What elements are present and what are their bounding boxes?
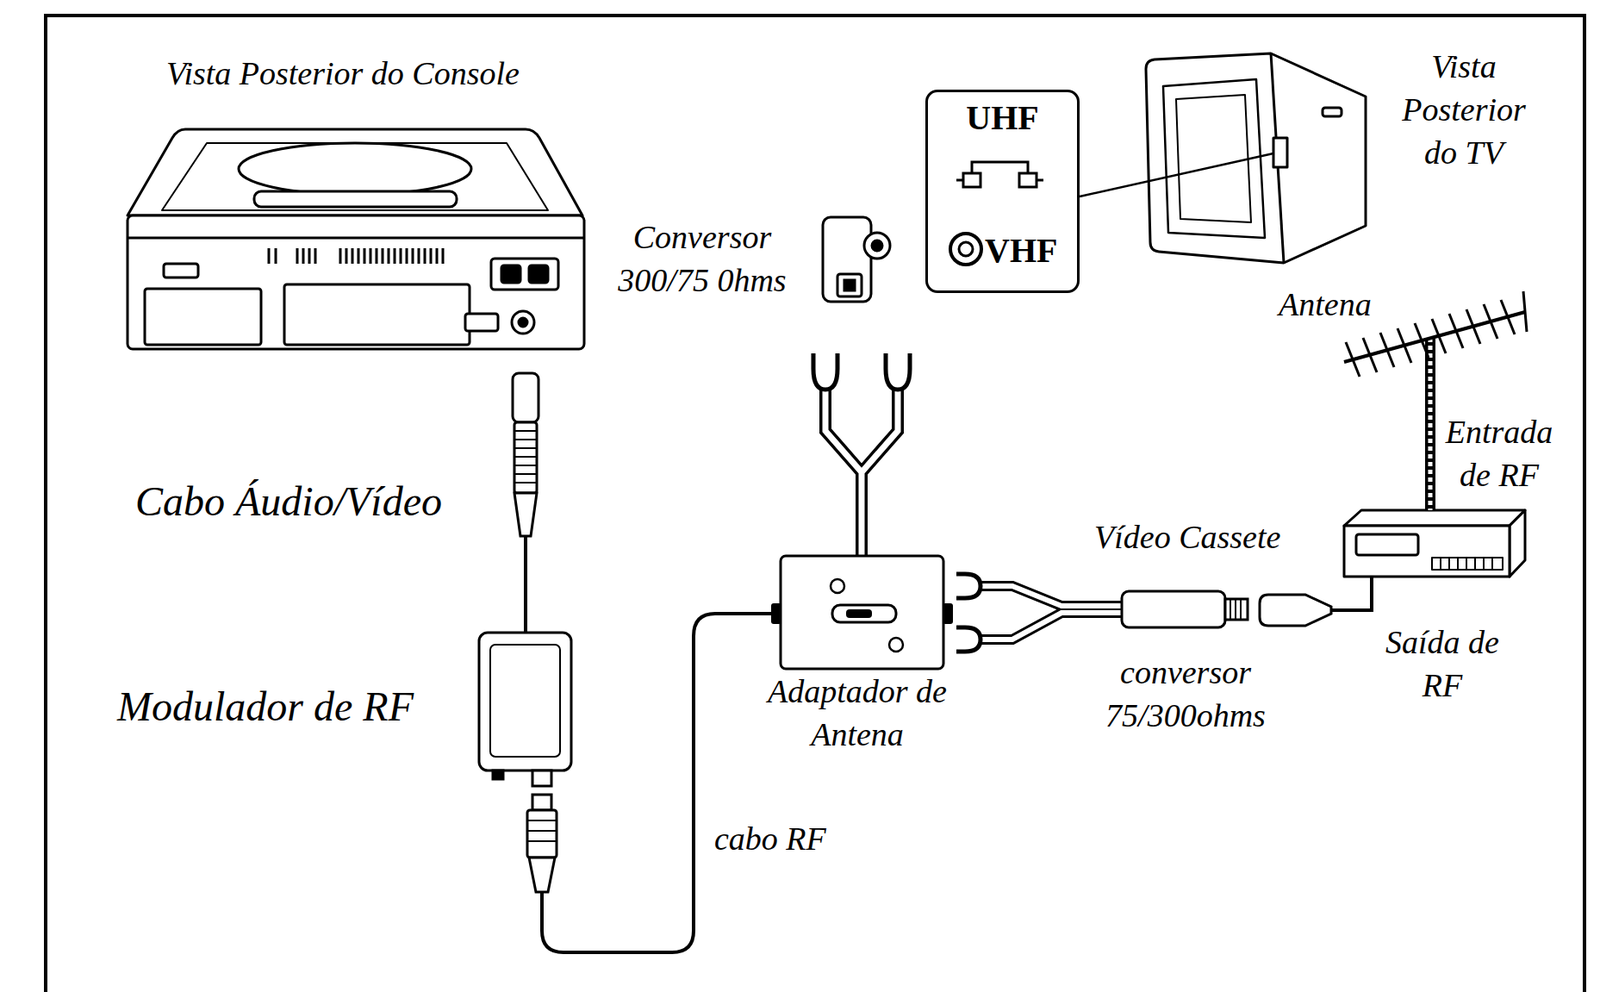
terminal-panel: UHF VHF	[925, 89, 1080, 293]
vcr-side	[1509, 510, 1526, 577]
vcr-buttons	[1431, 557, 1503, 570]
vcr	[1344, 510, 1526, 577]
uhf-terminal	[963, 173, 981, 187]
rear-panel	[144, 288, 262, 345]
converter-socket	[871, 240, 883, 251]
vcr-front	[1344, 525, 1510, 577]
vcr-top	[1344, 510, 1526, 526]
vhf-socket	[950, 233, 982, 265]
part-label: Adaptador de Antena	[744, 669, 971, 756]
av-plug-grip	[514, 422, 537, 493]
tv-handle	[1322, 107, 1342, 117]
rear-panel	[284, 284, 470, 345]
frame	[45, 15, 1585, 992]
antenna-mast	[1428, 337, 1433, 511]
spade-lug	[813, 353, 910, 390]
tab	[163, 263, 199, 278]
modulator-jack	[532, 770, 552, 786]
screw	[889, 637, 903, 652]
converter-300-75	[822, 217, 891, 302]
socket-pin	[501, 265, 521, 283]
rf-modulator	[479, 632, 572, 786]
console	[127, 129, 585, 349]
console-top	[127, 129, 583, 216]
converter-body	[822, 217, 872, 302]
leader-line	[1079, 153, 1274, 197]
part-label: conversor 75/300ohms	[1081, 650, 1290, 737]
part-label: Antena	[1278, 282, 1372, 326]
twin-lead	[825, 389, 898, 556]
rf-plug-tip	[532, 794, 552, 810]
av-port	[518, 317, 528, 327]
twin-lead	[977, 585, 1122, 640]
converter-75-300	[956, 573, 1372, 652]
part-label: Vista Posterior do Console	[166, 51, 520, 95]
cartridge-slot	[254, 191, 457, 207]
tv-antenna-input	[1273, 137, 1288, 168]
adapter-jack	[771, 603, 782, 624]
power-socket	[491, 258, 559, 290]
vcr-slot	[1356, 534, 1419, 555]
part-label: Vídeo Cassete	[1094, 515, 1281, 559]
twin-lead	[825, 389, 898, 556]
rf-plug	[527, 809, 557, 858]
rf-socket	[1259, 594, 1332, 626]
twin-lead	[977, 585, 1122, 640]
modulator-body	[479, 632, 572, 771]
uhf-terminal-lead	[956, 179, 1044, 182]
plug-taper	[514, 492, 537, 536]
part-label: Cabo Áudio/Vídeo	[135, 473, 443, 529]
console-bevel	[161, 143, 548, 211]
av-port	[511, 311, 535, 334]
port	[465, 313, 499, 331]
screw	[830, 578, 845, 593]
av-wire	[523, 535, 528, 635]
antenna-adapter	[771, 353, 953, 669]
vcr-wire	[1331, 576, 1372, 611]
av-plug	[512, 373, 539, 423]
adapter-box	[780, 555, 944, 669]
converter-terminal	[837, 273, 862, 297]
converter-body	[1121, 591, 1226, 628]
converter-plug	[1225, 598, 1248, 620]
switch-knob	[846, 609, 872, 618]
plug-taper	[529, 857, 555, 892]
modulator-face	[490, 644, 561, 757]
vents	[268, 248, 443, 264]
tv-rear-panel	[1176, 94, 1252, 223]
console-ledge	[127, 236, 585, 240]
socket-pin	[529, 265, 548, 283]
antenna-elements	[1345, 291, 1527, 377]
adapter-jack	[942, 603, 953, 624]
part-label: Conversor 300/75 0hms	[608, 215, 797, 302]
spade-lug	[956, 573, 981, 652]
converter-terminal	[844, 280, 855, 291]
part-label: Modulador de RF	[117, 678, 414, 734]
rf-wire	[541, 613, 776, 953]
console-lid	[238, 143, 472, 195]
av-cable	[512, 373, 539, 635]
uhf-bracket	[971, 161, 1028, 174]
modulator-switch	[492, 770, 504, 779]
switch	[832, 604, 897, 623]
uhf-terminal	[1019, 173, 1037, 187]
plug-grooves	[1230, 598, 1241, 620]
converter-socket	[864, 232, 891, 259]
plug-grooves	[527, 820, 557, 841]
part-label: Entrada de RF	[1434, 410, 1564, 497]
vhf-socket	[958, 242, 973, 256]
rf-cable	[527, 613, 776, 953]
antenna-mast	[1425, 337, 1436, 511]
grip-ribs	[514, 430, 537, 483]
band-name: UHF	[965, 99, 1039, 137]
part-label: Vista Posterior do TV	[1389, 44, 1538, 175]
band-name: VHF	[984, 231, 1058, 270]
part-label: Saída de RF	[1377, 620, 1507, 707]
console-rear	[127, 215, 585, 349]
part-label: cabo RF	[714, 816, 827, 860]
